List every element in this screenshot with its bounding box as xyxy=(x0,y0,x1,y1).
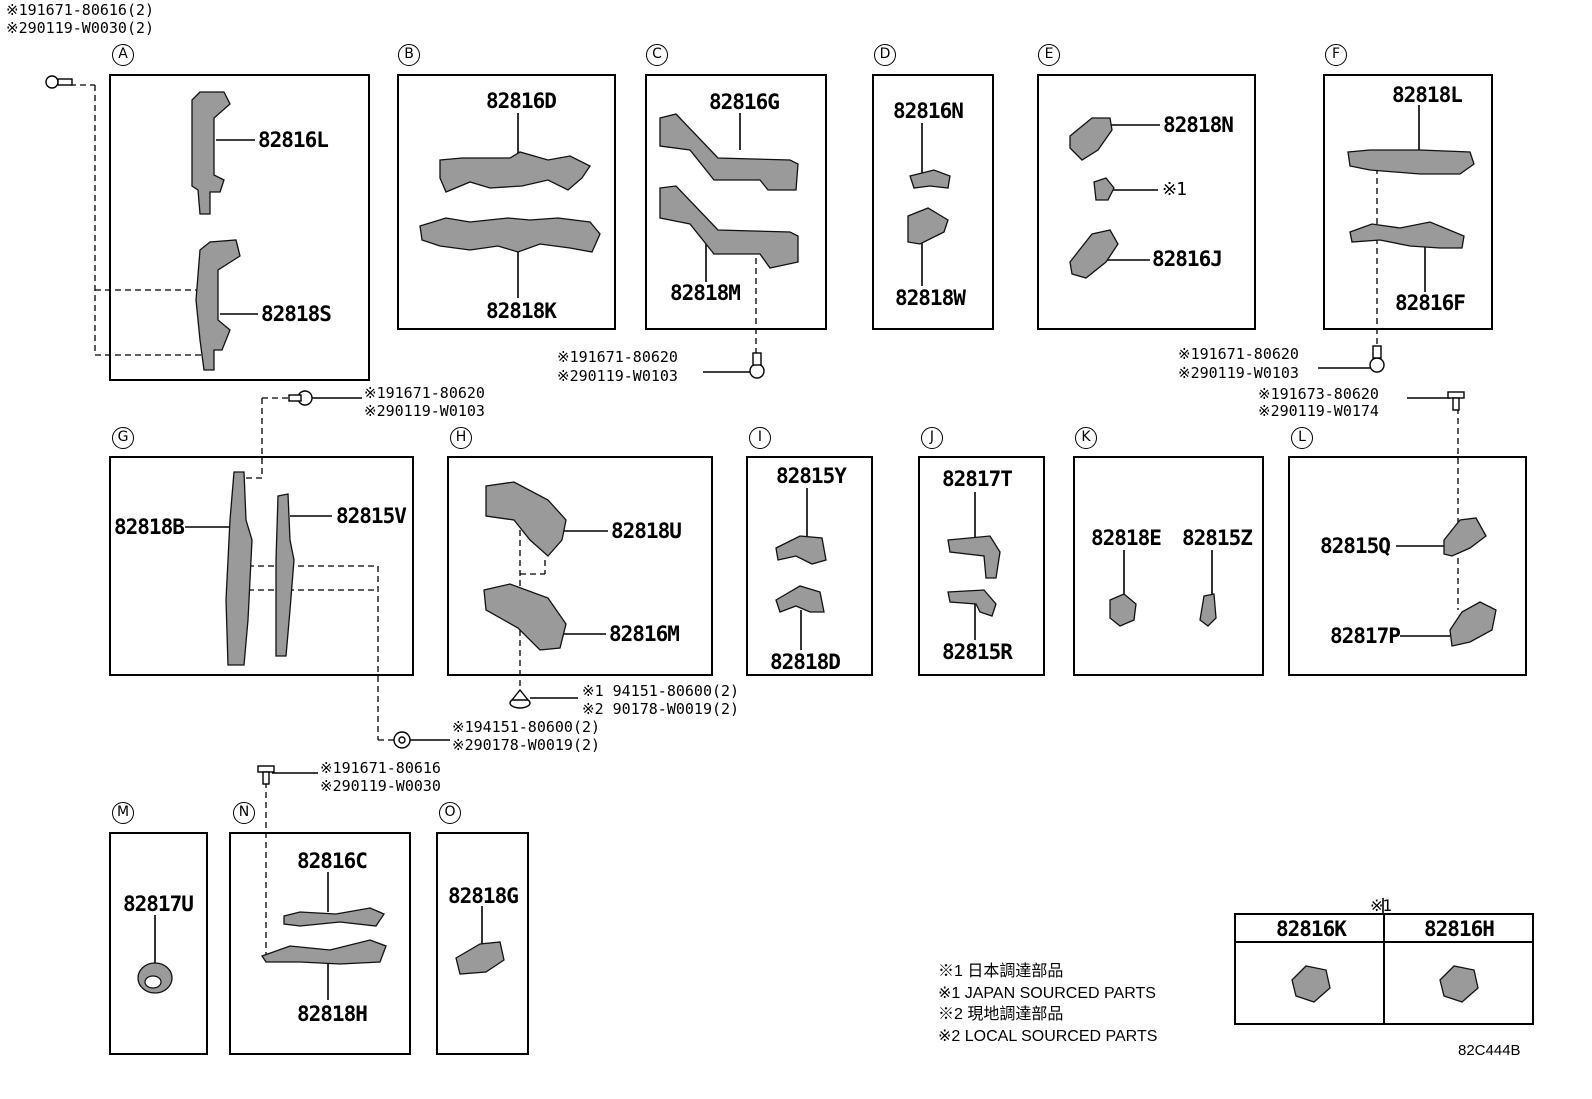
panel-letter-n: N xyxy=(233,802,255,824)
panel-letter-i: I xyxy=(749,427,771,449)
part-label-82816c: 82816C xyxy=(297,849,368,873)
g-clip-note-2: ※290178-W0019(2) xyxy=(452,736,601,754)
header-note-2: ※290119-W0030(2) xyxy=(6,19,155,37)
part-label-82815z: 82815Z xyxy=(1182,526,1253,550)
legend-line-3: ※2 現地調達部品 xyxy=(938,1006,1064,1023)
legend-line-1: ※1 日本調達部品 xyxy=(938,963,1064,980)
part-label-82816g: 82816G xyxy=(709,90,780,114)
panel-k xyxy=(1073,456,1264,676)
part-label-82818n: 82818N xyxy=(1163,113,1234,137)
panel-l xyxy=(1288,456,1527,676)
part-label-82817u: 82817U xyxy=(123,892,194,916)
panel-letter-a: A xyxy=(112,44,134,66)
part-label-82818u: 82818U xyxy=(611,519,682,543)
part-label-82815y: 82815Y xyxy=(776,464,847,488)
panel-o xyxy=(436,832,529,1055)
part-label-82816h: 82816H xyxy=(1424,917,1495,941)
panel-a xyxy=(109,74,370,381)
panel-f xyxy=(1323,74,1493,330)
legend-line-2: ※1 JAPAN SOURCED PARTS xyxy=(938,985,1156,1002)
part-label-82815r: 82815R xyxy=(942,640,1013,664)
part-label-82818g: 82818G xyxy=(448,884,519,908)
panel-letter-b: B xyxy=(398,44,420,66)
part-label-82816n: 82816N xyxy=(893,99,964,123)
panel-letter-d: D xyxy=(874,44,896,66)
part-label-82818e: 82818E xyxy=(1091,526,1162,550)
panel-j xyxy=(918,456,1045,676)
g-bolt-note-1: ※191671-80620 xyxy=(364,384,485,402)
panel-b xyxy=(397,74,616,330)
panel-letter-l: L xyxy=(1291,427,1313,449)
part-label-82816j: 82816J xyxy=(1152,247,1223,271)
part-label-82818b: 82818B xyxy=(114,515,185,539)
l-bolt-note-1: ※191673-80620 xyxy=(1258,385,1379,403)
f-bolt-note-1: ※191671-80620 xyxy=(1178,345,1299,363)
panel-m xyxy=(109,832,208,1055)
g-clip-note-1: ※194151-80600(2) xyxy=(452,718,601,736)
sourced-marker: ※1 xyxy=(1370,896,1392,915)
panel-letter-k: K xyxy=(1075,427,1097,449)
h-clip-note-2: ※2 90178-W0019(2) xyxy=(582,700,740,718)
panel-letter-e: E xyxy=(1038,44,1060,66)
part-label-82815q: 82815Q xyxy=(1320,534,1391,558)
part-label-82815v: 82815V xyxy=(336,504,407,528)
part-label-82816l: 82816L xyxy=(258,128,329,152)
panel-letter-o: O xyxy=(439,802,461,824)
part-label-82818l: 82818L xyxy=(1392,83,1463,107)
part-label-82816d: 82816D xyxy=(486,89,557,113)
part-label-82816k: 82816K xyxy=(1276,917,1347,941)
c-bolt-note-1: ※191671-80620 xyxy=(557,348,678,366)
part-label-82818h: 82818H xyxy=(297,1002,368,1026)
part-label-82818w: 82818W xyxy=(895,286,966,310)
header-note-1: ※191671-80616(2) xyxy=(6,1,155,19)
l-bolt-note-2: ※290119-W0174 xyxy=(1258,402,1379,420)
c-bolt-note-2: ※290119-W0103 xyxy=(557,367,678,385)
panel-letter-h: H xyxy=(450,427,472,449)
panel-letter-g: G xyxy=(112,427,134,449)
part-label-82818m: 82818M xyxy=(670,281,741,305)
part-label-82817t: 82817T xyxy=(942,467,1013,491)
panel-letter-m: M xyxy=(112,802,134,824)
legend-line-4: ※2 LOCAL SOURCED PARTS xyxy=(938,1028,1158,1045)
panel-letter-f: F xyxy=(1325,44,1347,66)
part-label-82818d: 82818D xyxy=(770,650,841,674)
panel-letter-j: J xyxy=(921,427,943,449)
part-label-82816m: 82816M xyxy=(609,622,680,646)
diagram-code: 82C444B xyxy=(1458,1042,1521,1059)
f-bolt-note-2: ※290119-W0103 xyxy=(1178,364,1299,382)
part-label-82818s: 82818S xyxy=(261,302,332,326)
n-bolt-note-1: ※191671-80616 xyxy=(320,759,441,777)
part-label-82817p: 82817P xyxy=(1330,624,1401,648)
n-bolt-note-2: ※290119-W0030 xyxy=(320,777,441,795)
panel-i xyxy=(746,456,873,676)
g-bolt-note-2: ※290119-W0103 xyxy=(364,402,485,420)
part-label-82816f: 82816F xyxy=(1395,291,1466,315)
h-clip-note-1: ※1 94151-80600(2) xyxy=(582,682,740,700)
part-label-japan-marker: ※1 xyxy=(1162,179,1187,200)
panel-d xyxy=(872,74,994,330)
panel-e xyxy=(1037,74,1256,330)
panel-letter-c: C xyxy=(646,44,668,66)
part-label-82818k: 82818K xyxy=(486,299,557,323)
